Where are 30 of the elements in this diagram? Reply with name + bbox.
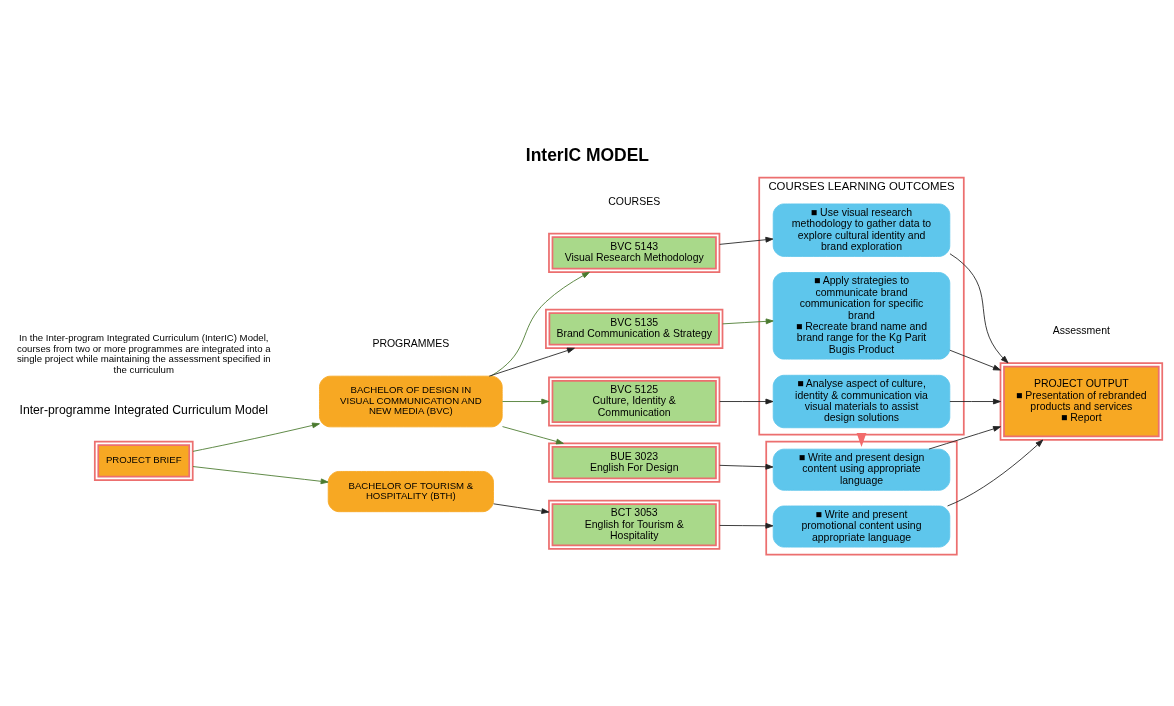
arrow (192, 422, 320, 452)
arrow (947, 439, 1044, 507)
node-box: ■ Use visual research methodology to gather data to explore cultural identity and brand exploration (772, 203, 951, 257)
label: COURSES (608, 195, 661, 207)
node-box: BACHELOR OF DESIGN IN VISUAL COMMUNICATION AND NEW MEDIA (BVC) (319, 375, 503, 428)
arrow (719, 236, 774, 245)
arrow (493, 503, 550, 514)
arrow (192, 466, 329, 485)
arrow (488, 347, 575, 377)
arrow (949, 398, 1001, 405)
arrow (502, 398, 550, 405)
arrow (719, 398, 774, 405)
arrow (949, 349, 1001, 371)
node-box: ■ Write and present design content using appropriate language (772, 448, 951, 491)
arrow (719, 463, 774, 470)
node-box: ■ Analyse aspect of culture, identity & communication via visual materials to assist design solutions (772, 374, 951, 429)
label: PROGRAMMES (372, 338, 450, 350)
label: Assessment (1052, 325, 1110, 337)
arrow (722, 318, 774, 325)
arrow (490, 271, 590, 377)
arrow (949, 253, 1009, 364)
arrow (928, 426, 1001, 450)
node-box: ■ Apply strategies to communicate brand communication for specific brand ■ Recreate brand name and brand range for the Kg Parit Bugis Product (772, 272, 951, 360)
label: Inter-programme Integrated Curriculum Model (19, 402, 269, 417)
arrow (502, 426, 564, 445)
diagram-title: InterIC MODEL (525, 145, 650, 166)
node-box: ■ Write and present promotional content using appropriate language (772, 505, 951, 548)
node-box: BACHELOR OF TOURISM & HOSPITALITY (BTH) (327, 471, 494, 513)
arrow (719, 522, 774, 529)
caption: In the Inter-program Integrated Curriculum (InterIC) Model, courses from two or more programmes are integrated into a single project while maintaining the assessment specified in the curriculum (16, 332, 271, 375)
